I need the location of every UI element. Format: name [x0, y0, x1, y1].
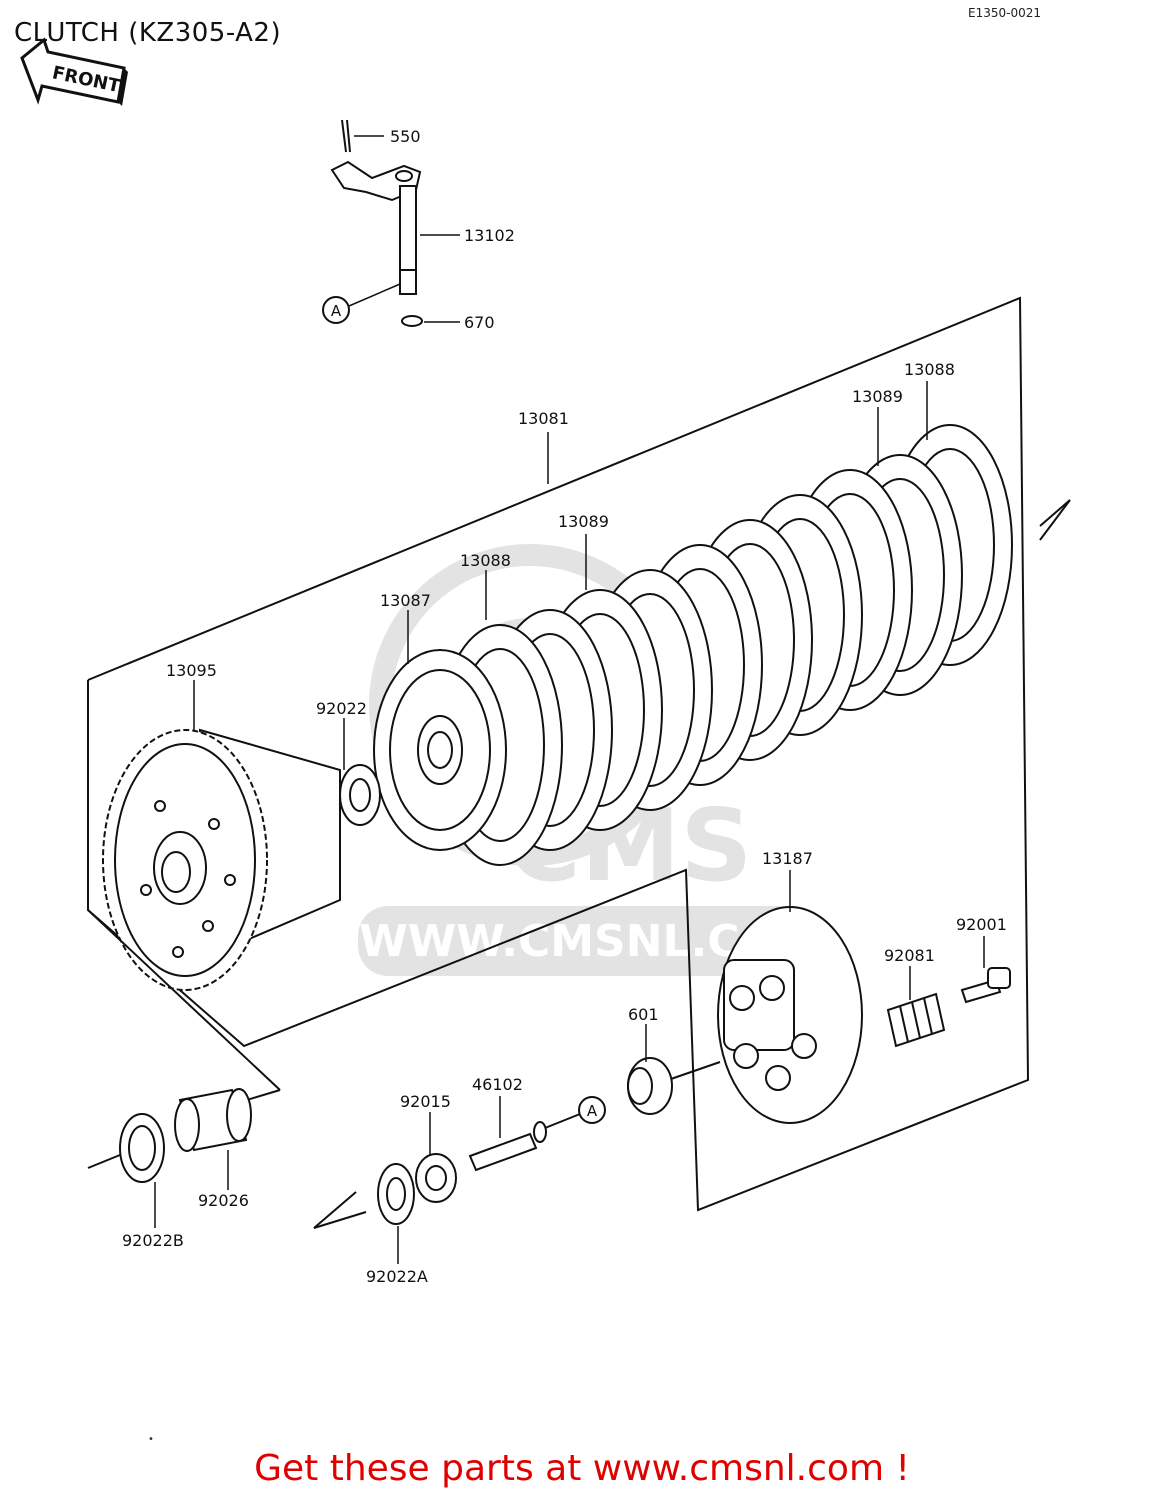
- callout-13102: 13102: [464, 226, 515, 245]
- washer-92022a-icon: [313, 1163, 415, 1229]
- front-arrow-icon: FRONT: [20, 37, 128, 106]
- callout-670: 670: [464, 313, 495, 332]
- callout-13087: 13087: [380, 591, 431, 610]
- ref-mark-a-bottom: A: [578, 1096, 606, 1124]
- clutch-plates-icon: [437, 424, 1013, 866]
- callout-92022: 92022: [316, 699, 367, 718]
- callout-92022B: 92022B: [122, 1231, 184, 1250]
- bolt-92001-icon: [960, 967, 1011, 1004]
- callout-46102: 46102: [472, 1075, 523, 1094]
- pressure-plate-icon: [717, 906, 863, 1124]
- callout-92026: 92026: [198, 1191, 249, 1210]
- callout-13088-top: 13088: [904, 360, 955, 379]
- diagram-code: E1350-0021: [968, 6, 1041, 20]
- svg-text:A: A: [587, 1102, 598, 1120]
- callout-601: 601: [628, 1005, 659, 1024]
- ref-mark-a-top: A: [322, 283, 401, 324]
- release-lever-icon: [330, 119, 423, 327]
- leader-lines: [154, 135, 985, 1264]
- callout-92022A: 92022A: [366, 1267, 428, 1286]
- callout-labels: 550 13102 670 13081 13088 13089 13089 13…: [122, 127, 1007, 1286]
- callout-92001: 92001: [956, 915, 1007, 934]
- spring-92081-icon: [886, 992, 946, 1048]
- callout-13081: 13081: [518, 409, 569, 428]
- callout-13095: 13095: [166, 661, 217, 680]
- assembly-outline: [87, 296, 1071, 1212]
- washer-92022b-icon: [87, 1113, 165, 1183]
- washer-92022-icon: [339, 764, 381, 826]
- callout-92015: 92015: [400, 1092, 451, 1111]
- push-rod-icon: [468, 1113, 581, 1172]
- callout-13089: 13089: [558, 512, 609, 531]
- callout-13089-top: 13089: [852, 387, 903, 406]
- bearing-92015-icon: [415, 1153, 457, 1203]
- clutch-housing-icon: [102, 728, 341, 991]
- bearing-601-icon: [627, 1057, 721, 1115]
- footer-cta-link[interactable]: Get these parts at www.cmsnl.com !: [254, 1448, 910, 1489]
- diagram-title: CLUTCH (KZ305-A2): [14, 18, 282, 48]
- clutch-hub-icon: [373, 649, 507, 851]
- callout-92081: 92081: [884, 946, 935, 965]
- stray-mark: •: [148, 1434, 154, 1445]
- callout-550: 550: [390, 127, 421, 146]
- callout-13088: 13088: [460, 551, 511, 570]
- sleeve-92026-icon: [87, 909, 281, 1152]
- callout-13187: 13187: [762, 849, 813, 868]
- svg-text:A: A: [331, 302, 342, 320]
